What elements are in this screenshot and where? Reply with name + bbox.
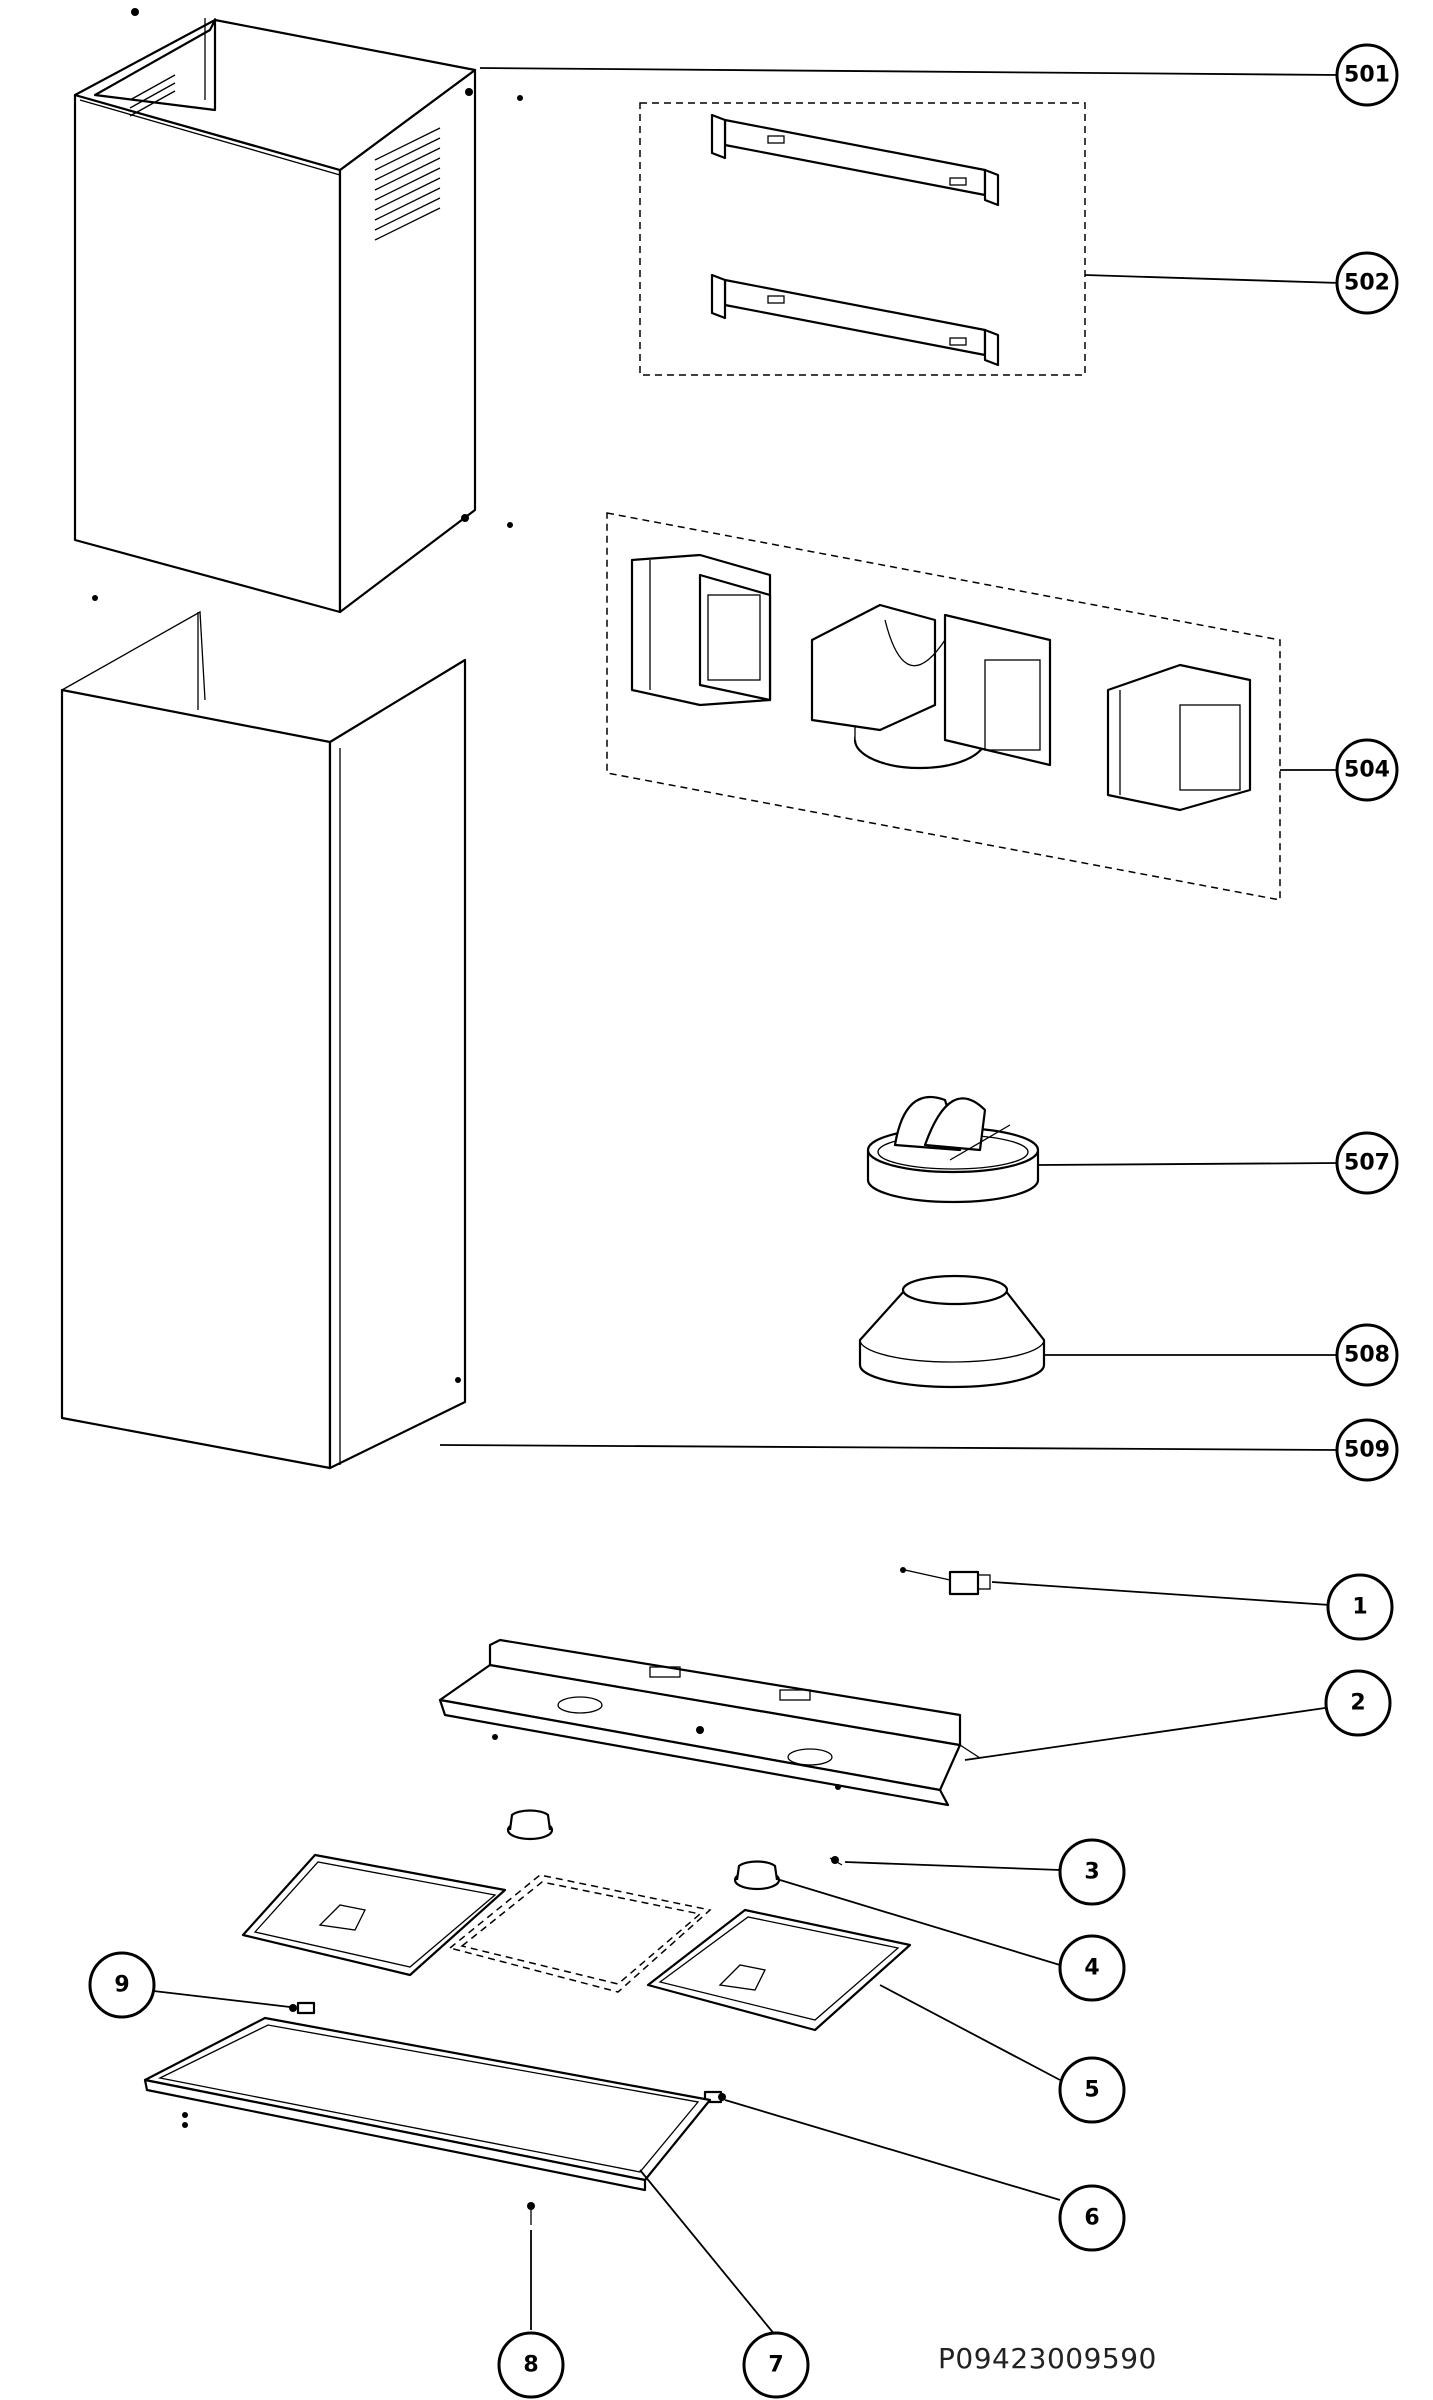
- bracket-kit: [639, 102, 1086, 376]
- duct-adapter-center: [810, 603, 1052, 770]
- callout-label-1: 1: [1352, 1595, 1367, 1620]
- callout-502: 502: [1335, 251, 1399, 315]
- callout-label-4: 4: [1084, 1956, 1099, 1981]
- callout-2: 2: [1324, 1669, 1392, 1737]
- grease-filter-right: [646, 1908, 912, 2032]
- callout-label-2: 2: [1350, 1691, 1365, 1716]
- backdraft-damper: [866, 1095, 1040, 1204]
- lower-panel: [143, 2016, 712, 2192]
- callout-4: 4: [1058, 1934, 1126, 2002]
- callout-label-501: 501: [1344, 63, 1390, 88]
- callout-3: 3: [1058, 1838, 1126, 1906]
- callout-6: 6: [1058, 2184, 1126, 2252]
- center-cover-plate: [448, 1874, 712, 1993]
- power-connector: [900, 1567, 991, 1596]
- callout-label-502: 502: [1344, 271, 1390, 296]
- callout-507: 507: [1335, 1131, 1399, 1195]
- callout-1: 1: [1326, 1573, 1394, 1641]
- callout-label-507: 507: [1344, 1151, 1390, 1176]
- duct-reducer: [858, 1274, 1046, 1389]
- callout-509: 509: [1335, 1418, 1399, 1482]
- bracket-lower: [710, 273, 1000, 367]
- callout-508: 508: [1335, 1323, 1399, 1387]
- leader-lines: [144, 67, 1341, 2336]
- grease-filter-left: [241, 1853, 507, 1977]
- callout-9: 9: [88, 1951, 156, 2019]
- duct-adapter-kit: [606, 512, 1281, 901]
- callout-5: 5: [1058, 2056, 1126, 2124]
- fastener-6: [703, 2090, 726, 2104]
- screw-part: [829, 1856, 843, 1866]
- fastener-9: [289, 2001, 316, 2015]
- upper-chimney-cover: [73, 8, 523, 614]
- callout-label-509: 509: [1344, 1438, 1390, 1463]
- document-code: P09423009590: [938, 2342, 1157, 2375]
- lower-chimney-cover: [60, 610, 467, 1470]
- duct-adapter-left: [630, 553, 772, 707]
- callout-8: 8: [497, 2331, 565, 2399]
- callout-label-6: 6: [1084, 2206, 1099, 2231]
- callout-7: 7: [742, 2331, 810, 2399]
- callout-504: 504: [1335, 738, 1399, 802]
- lamp-holder-left: [506, 1809, 554, 1841]
- bracket-upper: [710, 113, 1000, 207]
- callout-label-504: 504: [1344, 758, 1390, 783]
- callout-label-508: 508: [1344, 1343, 1390, 1368]
- duct-adapter-right: [1106, 663, 1252, 812]
- callout-label-3: 3: [1084, 1860, 1099, 1885]
- callout-501: 501: [1335, 43, 1399, 107]
- callout-label-9: 9: [114, 1973, 129, 1998]
- callout-label-5: 5: [1084, 2078, 1099, 2103]
- support-frame: [438, 1638, 981, 1807]
- callout-label-7: 7: [768, 2353, 783, 2378]
- screw-8: [527, 2202, 535, 2225]
- lamp-holder-right: [733, 1860, 781, 1891]
- callout-label-8: 8: [523, 2353, 538, 2378]
